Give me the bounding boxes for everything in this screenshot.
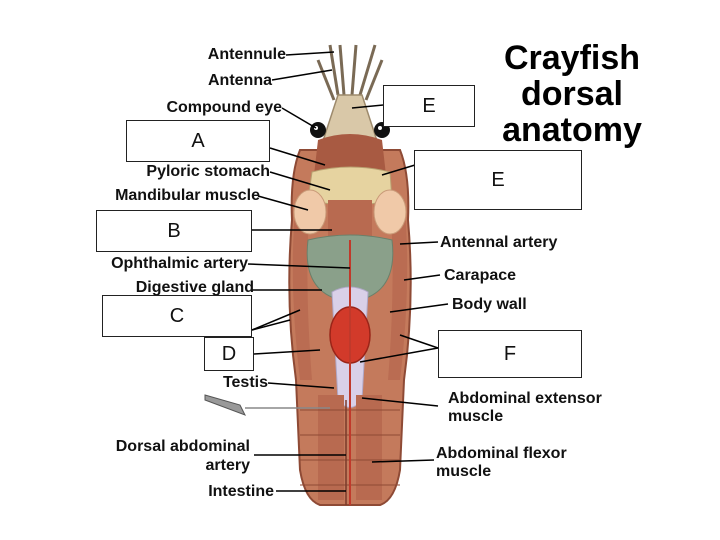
label-mandibular-muscle: Mandibular muscle xyxy=(115,187,260,204)
label-testis: Testis xyxy=(222,374,268,391)
answer-box-e-top[interactable]: E xyxy=(383,85,475,127)
label-antennule: Antennule xyxy=(207,46,286,63)
label-abdominal-flexor-2: muscle xyxy=(436,463,492,480)
forceps xyxy=(204,394,247,416)
label-intestine: Intestine xyxy=(208,483,274,500)
mandibular-muscle-left xyxy=(293,189,327,235)
label-carapace: Carapace xyxy=(444,267,517,284)
label-digestive-gland: Digestive gland xyxy=(135,279,254,296)
antennae xyxy=(316,44,384,101)
label-abdominal-extensor-2: muscle xyxy=(448,408,504,425)
label-antenna: Antenna xyxy=(208,72,272,89)
mandibular-muscle-right xyxy=(373,189,407,235)
title-line-3: anatomy xyxy=(502,111,642,149)
answer-box-c[interactable]: C xyxy=(102,295,252,337)
label-abdominal-flexor-1: Abdominal flexor xyxy=(436,445,567,462)
abdominal-extensor-right xyxy=(356,395,382,500)
title-line-1: Crayfish xyxy=(503,39,641,77)
answer-box-d[interactable]: D xyxy=(204,337,254,371)
compound-eye-left xyxy=(310,122,326,138)
diagram-title: Crayfish dorsal anatomy xyxy=(492,40,652,148)
label-dorsal-abdominal-artery-1: Dorsal abdominal xyxy=(115,438,250,455)
answer-box-e-right[interactable]: E xyxy=(414,150,582,210)
label-dorsal-abdominal-artery-2: artery xyxy=(205,457,250,474)
label-body-wall: Body wall xyxy=(452,296,527,313)
label-antennal-artery: Antennal artery xyxy=(440,234,558,251)
title-line-2: dorsal xyxy=(520,75,624,113)
front-muscle xyxy=(314,134,386,175)
leader-lines xyxy=(247,51,449,492)
label-ophthalmic-artery: Ophthalmic artery xyxy=(111,255,248,272)
abdominal-extensor-left xyxy=(318,395,344,500)
label-compound-eye: Compound eye xyxy=(166,99,282,116)
answer-box-f[interactable]: F xyxy=(438,330,582,378)
answer-box-a[interactable]: A xyxy=(126,120,270,162)
answer-box-b[interactable]: B xyxy=(96,210,252,252)
label-abdominal-extensor-1: Abdominal extensor xyxy=(448,390,602,407)
label-pyloric-stomach: Pyloric stomach xyxy=(146,163,270,180)
